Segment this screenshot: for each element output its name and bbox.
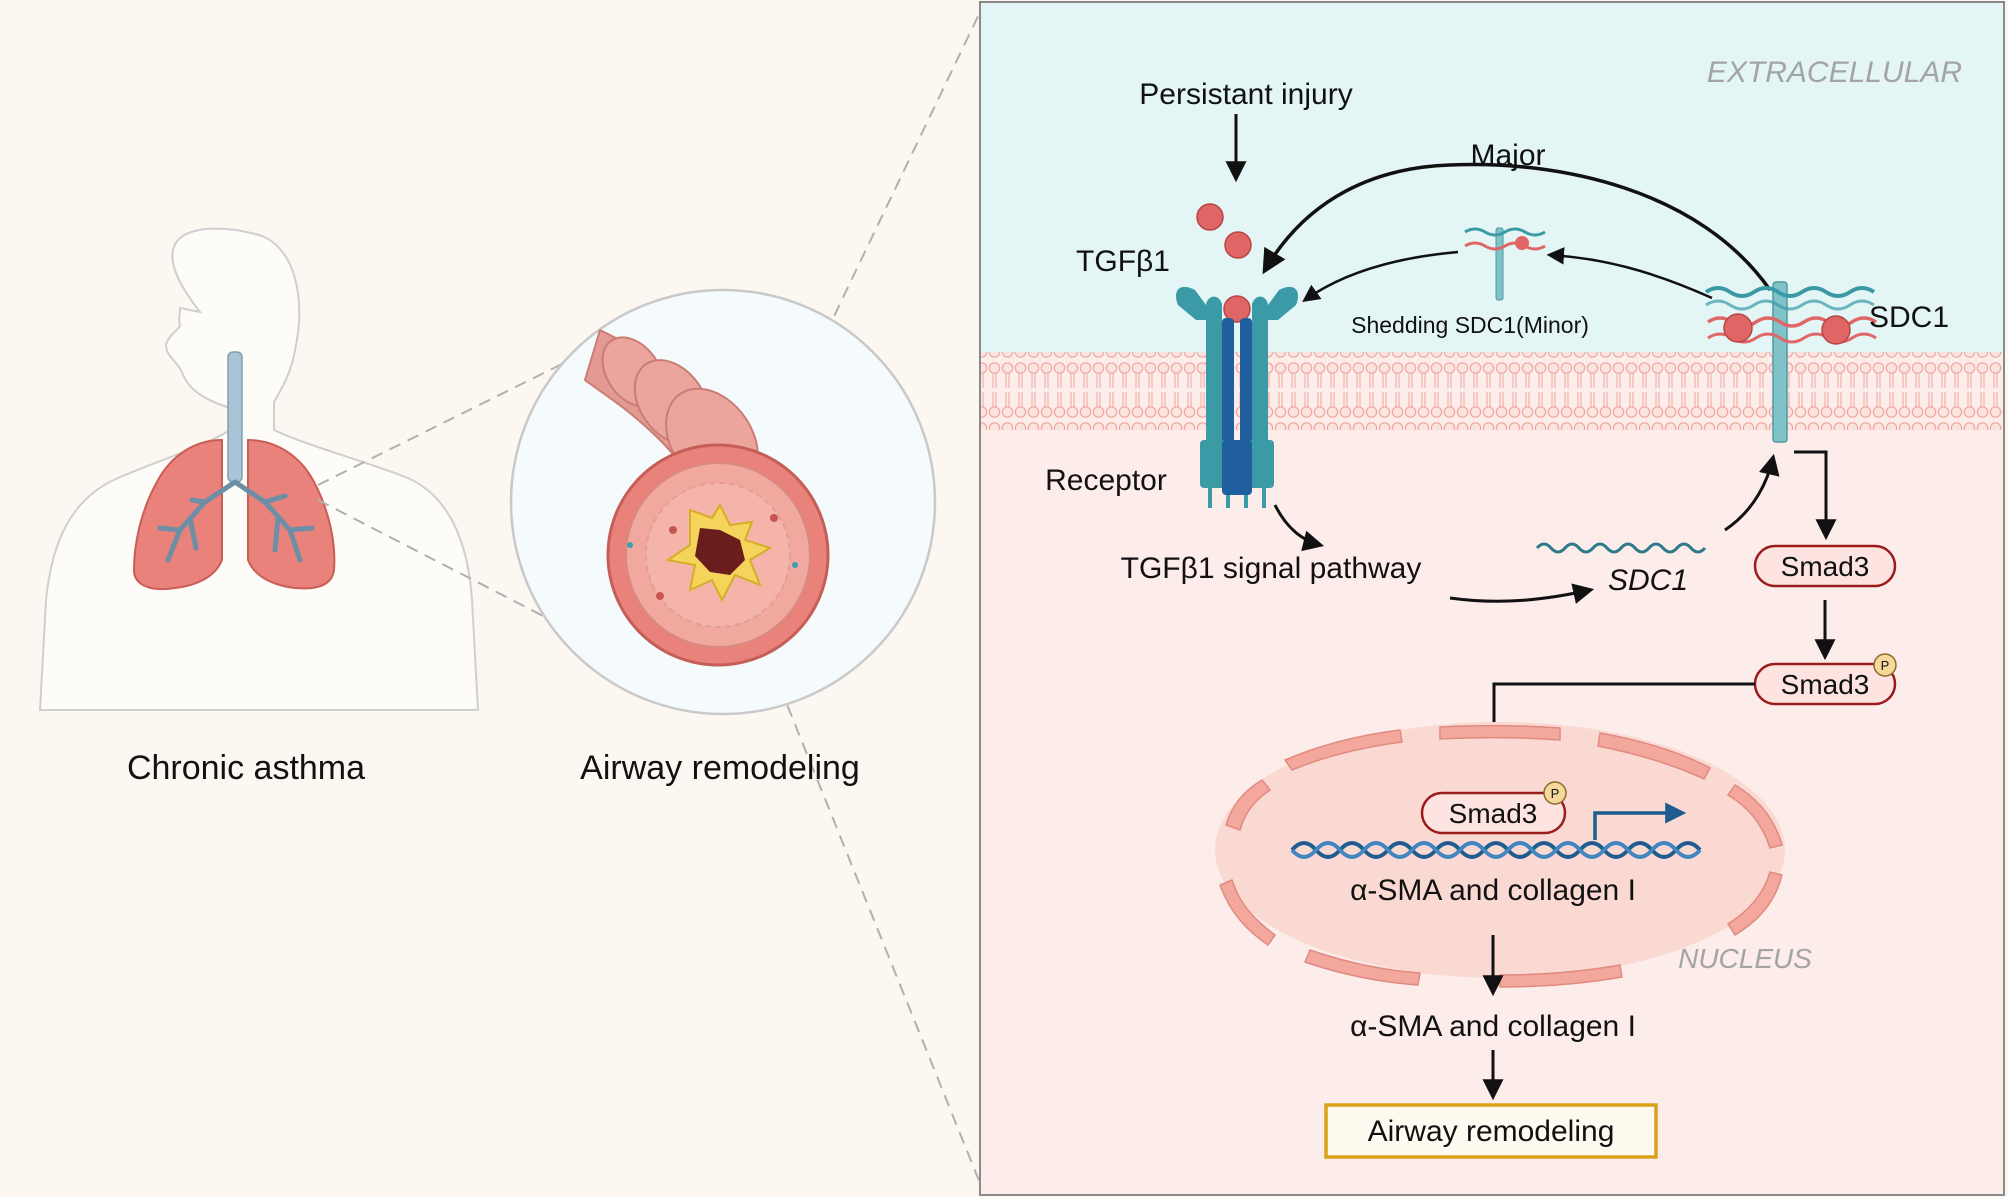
smad3-label: Smad3 bbox=[1781, 551, 1870, 582]
outcome-box bbox=[1324, 1103, 1658, 1159]
major-label: Major bbox=[1470, 139, 1545, 172]
lungs-icon bbox=[132, 351, 336, 590]
receptor-to-pathway-arrow bbox=[1273, 504, 1325, 552]
sdc1-protein bbox=[1704, 281, 1877, 443]
shedding-label: Shedding SDC1(Minor) bbox=[1351, 312, 1589, 338]
phospho-badge-nuclear bbox=[1543, 781, 1567, 805]
caption-airway-remodeling: Airway remodeling bbox=[580, 749, 860, 787]
phospho-badge bbox=[1873, 653, 1897, 677]
caption-chronic-asthma: Chronic asthma bbox=[127, 749, 365, 787]
shedding-arrow-2 bbox=[1302, 250, 1459, 303]
smad3-p-nuclear-node bbox=[1420, 781, 1567, 835]
tgfb-receptor bbox=[1175, 286, 1299, 508]
pathway-to-gene-arrow bbox=[1449, 583, 1595, 604]
phospho-label-nuclear: P bbox=[1551, 786, 1560, 801]
gene-to-sdc1-arrow bbox=[1724, 453, 1780, 532]
sdc1-gene-label: SDC1 bbox=[1608, 564, 1688, 597]
persistant-injury-label: Persistant injury bbox=[1139, 78, 1352, 111]
transcription-arrow bbox=[1593, 802, 1687, 840]
phospho-label: P bbox=[1881, 658, 1890, 673]
shed-sdc1-icon bbox=[1464, 227, 1546, 301]
shedding-arrow-1 bbox=[1546, 247, 1713, 300]
sdc1-gene-icon bbox=[1535, 542, 1707, 554]
airway-magnifier bbox=[509, 288, 937, 716]
cell-membrane bbox=[981, 352, 2003, 430]
smad3-p-nuclear-label: Smad3 bbox=[1449, 798, 1538, 829]
genes-cyto-label: α-SMA and collagen I bbox=[1350, 1010, 1636, 1043]
major-arrow bbox=[1262, 162, 1772, 292]
tgfb1-ligands bbox=[1196, 203, 1252, 323]
extracellular-label: EXTRACELLULAR bbox=[1707, 56, 1962, 89]
receptor-label: Receptor bbox=[1045, 464, 1167, 497]
genes-nucleus-label: α-SMA and collagen I bbox=[1350, 874, 1636, 907]
dna-helix-icon bbox=[1290, 841, 1702, 859]
signal-pathway-label: TGFβ1 signal pathway bbox=[1121, 552, 1422, 585]
sdc1-label: SDC1 bbox=[1869, 301, 1949, 334]
sdc1-to-smad3-arrow bbox=[1794, 450, 1837, 541]
tgfb1-label: TGFβ1 bbox=[1076, 245, 1170, 278]
nucleus bbox=[1215, 722, 1785, 988]
smad3-p-label: Smad3 bbox=[1781, 669, 1870, 700]
nucleus-label: NUCLEUS bbox=[1678, 943, 1812, 974]
outcome-label: Airway remodeling bbox=[1368, 1115, 1615, 1148]
smad3-node bbox=[1753, 544, 1897, 588]
